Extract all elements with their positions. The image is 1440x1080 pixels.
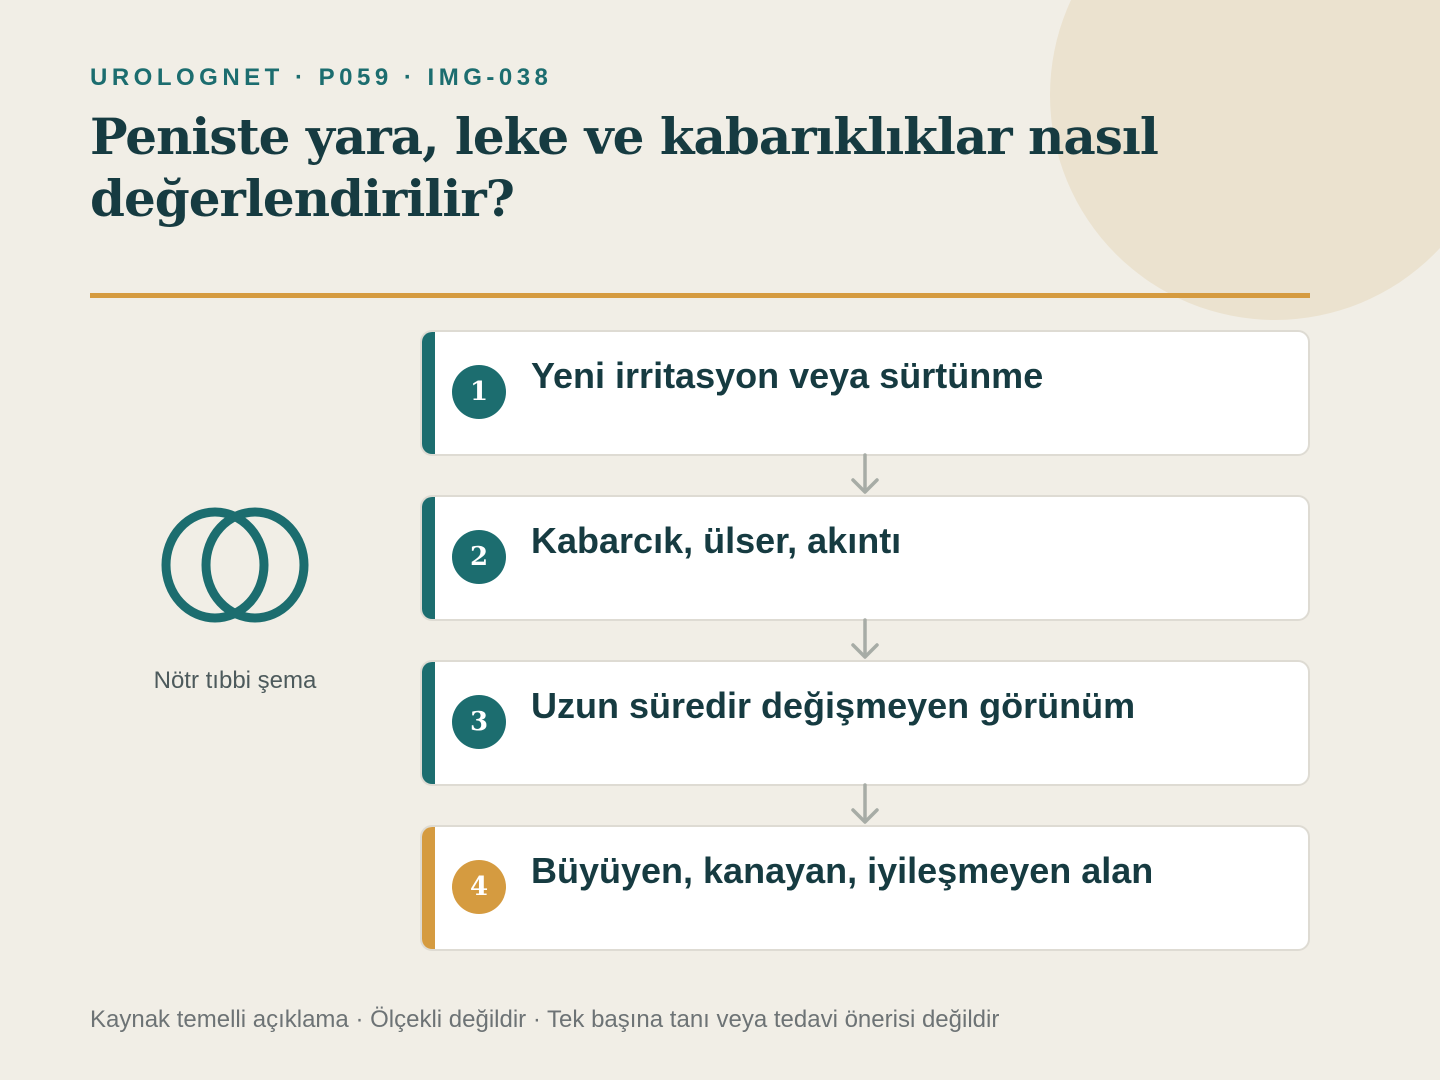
step-label: Yeni irritasyon veya sürtünme [531, 355, 1044, 396]
title-divider [90, 293, 1310, 298]
step-number-badge: 4 [452, 860, 506, 914]
step-flow: 1 Yeni irritasyon veya sürtünme 2 Kabarc… [420, 330, 1310, 951]
footer-disclaimer: Kaynak temelli açıklama · Ölçekli değild… [90, 1006, 1000, 1033]
step-label: Kabarcık, ülser, akıntı [531, 520, 902, 561]
step-number-badge: 1 [452, 365, 506, 419]
step-label: Uzun süredir değişmeyen görünüm [531, 685, 1136, 726]
step-card-2: 2 Kabarcık, ülser, akıntı [420, 495, 1310, 621]
step-card-4: 4 Büyüyen, kanayan, iyileşmeyen alan [420, 825, 1310, 951]
interlinked-rings-icon [161, 507, 309, 623]
symbol-caption: Nötr tıbbi şema [153, 667, 317, 694]
eyebrow-label: UROLOGNET · P059 · IMG-038 [90, 64, 553, 91]
page-title: Peniste yara, leke ve kabarıklıklar nası… [90, 107, 1159, 228]
down-arrow-icon [851, 453, 879, 494]
step-accent-bar [422, 662, 435, 784]
step-label: Büyüyen, kanayan, iyileşmeyen alan [531, 850, 1154, 891]
step-card-3: 3 Uzun süredir değişmeyen görünüm [420, 660, 1310, 786]
step-number-badge: 3 [452, 695, 506, 749]
step-accent-bar [422, 332, 435, 454]
step-accent-bar [422, 497, 435, 619]
step-card-1: 1 Yeni irritasyon veya sürtünme [420, 330, 1310, 456]
step-number-badge: 2 [452, 530, 506, 584]
down-arrow-icon [851, 783, 879, 824]
step-accent-bar [422, 827, 435, 949]
down-arrow-icon [851, 618, 879, 659]
